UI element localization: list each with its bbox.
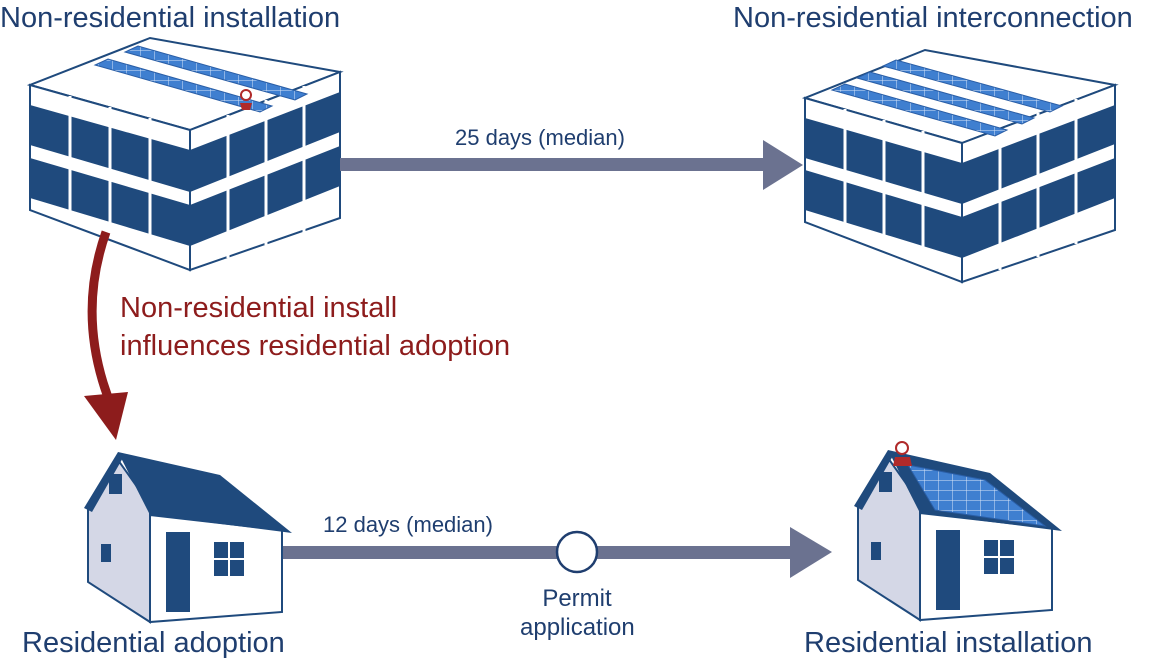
interconnection-arrow [340, 140, 803, 190]
house-installation [854, 441, 1062, 622]
label-influence: Non-residential install influences resid… [120, 289, 510, 365]
installer-worker-icon-house [893, 441, 912, 466]
office-solar-panels-full [830, 59, 1064, 137]
office-building-interconnection [801, 48, 1119, 284]
label-residential-adoption: Residential adoption [22, 627, 285, 659]
house-adoption [84, 452, 292, 624]
label-nonres-interconnection: Non-residential interconnection [733, 2, 1133, 34]
label-permit-line2: application [520, 614, 635, 641]
label-influence-line2: influences residential adoption [120, 330, 511, 362]
permit-milestone-circle [555, 530, 599, 574]
label-permit-application: Permit application [520, 584, 635, 642]
label-influence-line1: Non-residential install [120, 292, 398, 324]
office-building-installation [26, 36, 344, 272]
label-permit-line1: Permit [542, 585, 612, 612]
label-nonres-duration: 25 days (median) [455, 125, 625, 150]
label-res-duration: 12 days (median) [323, 512, 493, 537]
office-solar-panels [93, 45, 309, 113]
label-nonres-installation: Non-residential installation [0, 2, 341, 34]
residential-arrow [283, 527, 832, 578]
installer-worker-icon-office [240, 89, 252, 110]
influence-arrow [84, 230, 128, 440]
label-residential-installation: Residential installation [804, 627, 1093, 659]
